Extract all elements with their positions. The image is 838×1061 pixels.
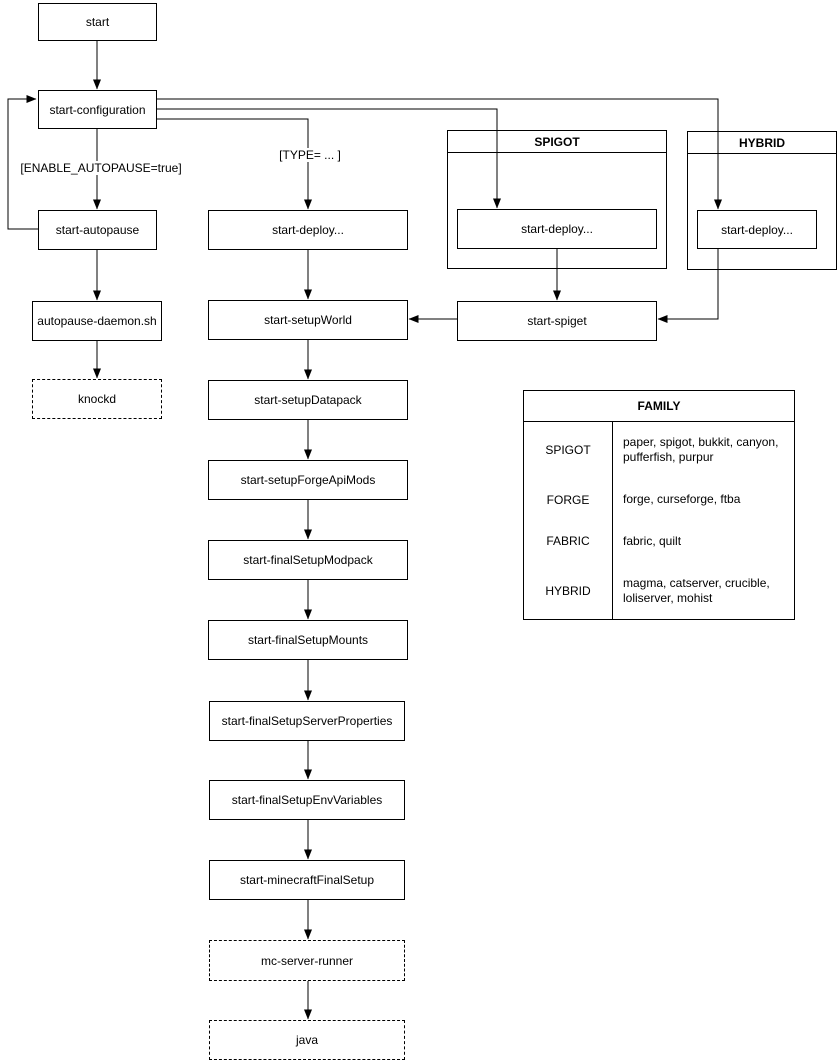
family-row-label: FABRIC — [524, 520, 613, 563]
node-start-setupdatapack: start-setupDatapack — [208, 380, 408, 420]
node-start-spiget: start-spiget — [457, 301, 657, 341]
edge-autopause-loop-to-configuration — [7, 95, 38, 230]
edge-hybrid-deploy-to-spiget — [657, 249, 719, 323]
node-start-setupworld: start-setupWorld — [208, 300, 408, 340]
edge-label-type: [TYPE= ... ] — [272, 148, 348, 162]
node-start-deploy-main: start-deploy... — [208, 210, 408, 250]
node-start-minecraftfinalsetup: start-minecraftFinalSetup — [209, 860, 405, 900]
spigot-container-title: SPIGOT — [448, 131, 666, 153]
node-start-autopause: start-autopause — [38, 210, 157, 250]
node-mc-server-runner: mc-server-runner — [209, 940, 405, 981]
node-start-finalsetupmounts: start-finalSetupMounts — [208, 620, 408, 660]
edge-configuration-to-deploy-main — [157, 118, 312, 210]
family-row-label: FORGE — [524, 478, 613, 521]
node-start-setupforgeapimods: start-setupForgeApiMods — [208, 460, 408, 500]
node-spigot-start-deploy: start-deploy... — [457, 209, 657, 249]
hybrid-container-title: HYBRID — [688, 132, 836, 154]
node-start-finalsetupenvvariables: start-finalSetupEnvVariables — [209, 780, 405, 820]
edge-configuration-to-hybrid-deploy — [157, 98, 722, 210]
edge-label-enable-autopause: [ENABLE_AUTOPAUSE=true] — [19, 160, 183, 175]
family-table: FAMILY SPIGOT paper, spigot, bukkit, can… — [523, 390, 795, 620]
node-java: java — [209, 1020, 405, 1060]
family-row-members: paper, spigot, bukkit, canyon, pufferfis… — [623, 435, 779, 465]
family-row-members: forge, curseforge, ftba — [623, 492, 741, 507]
node-start-finalsetupserverproperties: start-finalSetupServerProperties — [209, 701, 405, 741]
node-hybrid-start-deploy: start-deploy... — [697, 210, 817, 249]
node-knockd: knockd — [32, 379, 162, 419]
node-start-configuration: start-configuration — [38, 90, 157, 129]
family-row-label: SPIGOT — [524, 422, 613, 479]
family-table-title: FAMILY — [524, 391, 794, 422]
family-table-body: SPIGOT paper, spigot, bukkit, canyon, pu… — [524, 422, 794, 619]
node-start-finalsetupmodpack: start-finalSetupModpack — [208, 540, 408, 580]
node-start: start — [38, 3, 157, 41]
family-row-members: magma, catserver, crucible, loliserver, … — [623, 575, 770, 605]
edge-configuration-to-spigot-deploy — [157, 108, 501, 209]
family-row-label: HYBRID — [524, 562, 613, 619]
family-row-members: fabric, quilt — [623, 533, 682, 548]
node-autopause-daemon: autopause-daemon.sh — [32, 301, 162, 341]
